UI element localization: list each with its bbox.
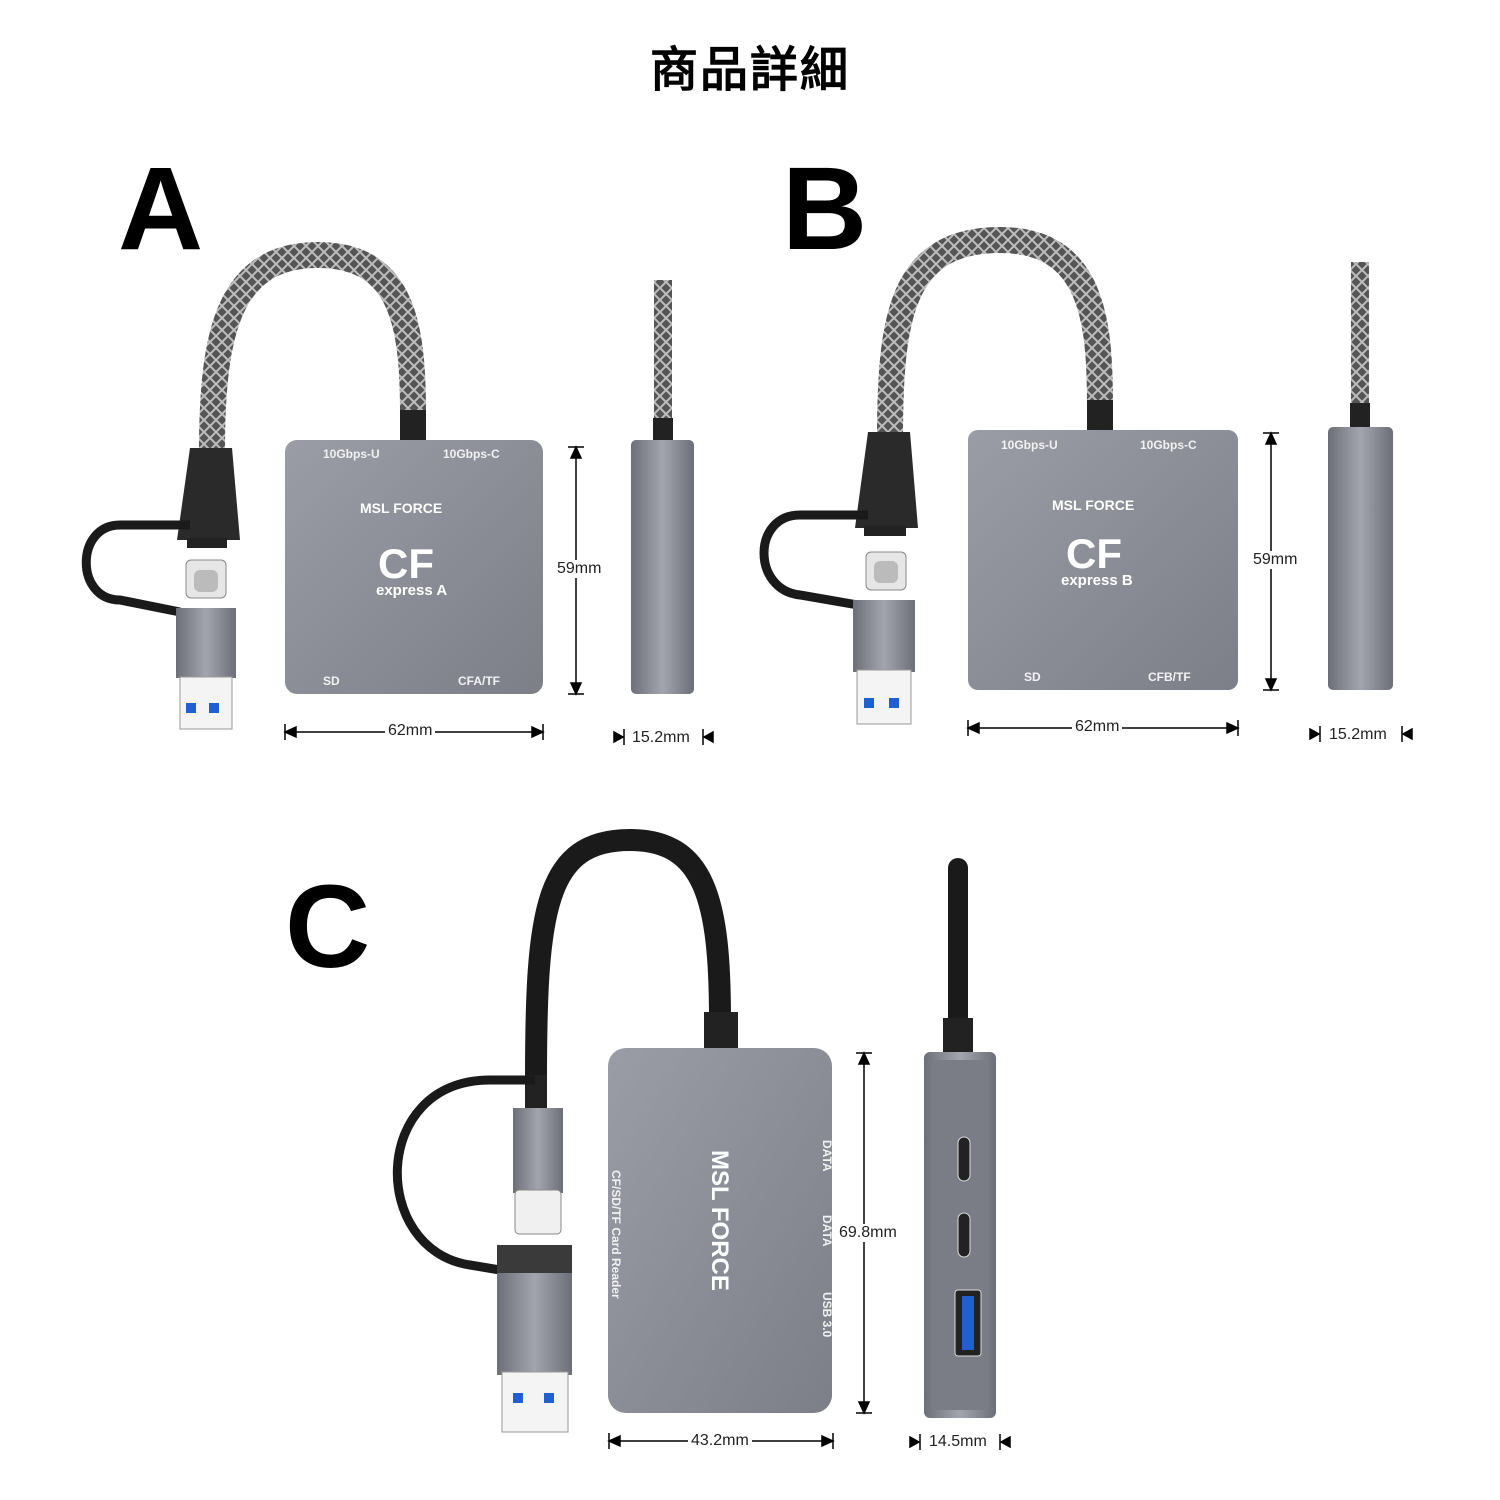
dimension-depth-a: 15.2mm bbox=[629, 729, 693, 747]
dimension-depth-c: 14.5mm bbox=[926, 1433, 990, 1451]
variant-label-a: A bbox=[118, 143, 204, 275]
port-label: DATA bbox=[820, 1215, 834, 1247]
port-label: CFB/TF bbox=[1148, 670, 1191, 684]
product-a: 10Gbps-U 10Gbps-C SD CFA/TF MSL FORCE CF… bbox=[81, 241, 714, 745]
reader-body-b bbox=[968, 430, 1238, 690]
model-main: CF bbox=[1066, 530, 1122, 577]
port-label: SD bbox=[1024, 670, 1041, 684]
port-label: 10Gbps-C bbox=[1140, 438, 1197, 452]
usb-c-port bbox=[957, 1212, 971, 1258]
model-sub: express A bbox=[376, 582, 447, 599]
usb-c-plug-c bbox=[513, 1108, 563, 1193]
variant-label-c: C bbox=[285, 861, 371, 993]
braided-cable-b bbox=[877, 226, 1113, 441]
usb-a-plug-b bbox=[853, 600, 915, 672]
brand-logo: MSL FORCE bbox=[1052, 497, 1134, 513]
variant-label-b: B bbox=[782, 143, 868, 275]
reader-body-a bbox=[285, 440, 543, 694]
reader-body-c bbox=[608, 1048, 832, 1413]
model-main: CF bbox=[378, 540, 434, 587]
usb-a-plug-a bbox=[176, 608, 236, 678]
dimension-width-a: 62mm bbox=[385, 722, 436, 740]
dimension-height-b: 59mm bbox=[1250, 551, 1301, 569]
port-label: 10Gbps-U bbox=[323, 447, 380, 461]
usb-c-port bbox=[957, 1136, 971, 1182]
product-c: MSL FORCE CF/SD/TF Card Reader DATA DATA… bbox=[393, 828, 1011, 1450]
port-label: SD bbox=[323, 674, 340, 688]
port-label: USB 3.0 bbox=[820, 1292, 834, 1338]
port-label: CFA/TF bbox=[458, 674, 500, 688]
side-label: CF/SD/TF Card Reader bbox=[609, 1170, 623, 1299]
port-label: 10Gbps-C bbox=[443, 447, 500, 461]
braided-cable-a bbox=[199, 241, 426, 451]
connector-sleeve-a bbox=[177, 448, 240, 540]
side-view-a bbox=[631, 440, 694, 694]
page-title: 商品詳細 bbox=[649, 42, 850, 98]
dimension-width-c: 43.2mm bbox=[688, 1432, 752, 1450]
dimension-depth-b: 15.2mm bbox=[1326, 726, 1390, 744]
cable-c bbox=[525, 828, 731, 1081]
dimension-height-a: 59mm bbox=[554, 560, 605, 578]
port-label: DATA bbox=[820, 1140, 834, 1172]
product-b: 10Gbps-U 10Gbps-C SD CFB/TF MSL FORCE CF… bbox=[759, 226, 1413, 742]
model-sub: express B bbox=[1061, 572, 1133, 589]
dimension-width-b: 62mm bbox=[1072, 718, 1123, 736]
brand-logo: MSL FORCE bbox=[360, 500, 442, 516]
dimension-height-c: 69.8mm bbox=[836, 1224, 900, 1242]
port-label: 10Gbps-U bbox=[1001, 438, 1058, 452]
side-view-b bbox=[1328, 427, 1393, 690]
brand-logo: MSL FORCE bbox=[706, 1150, 733, 1291]
